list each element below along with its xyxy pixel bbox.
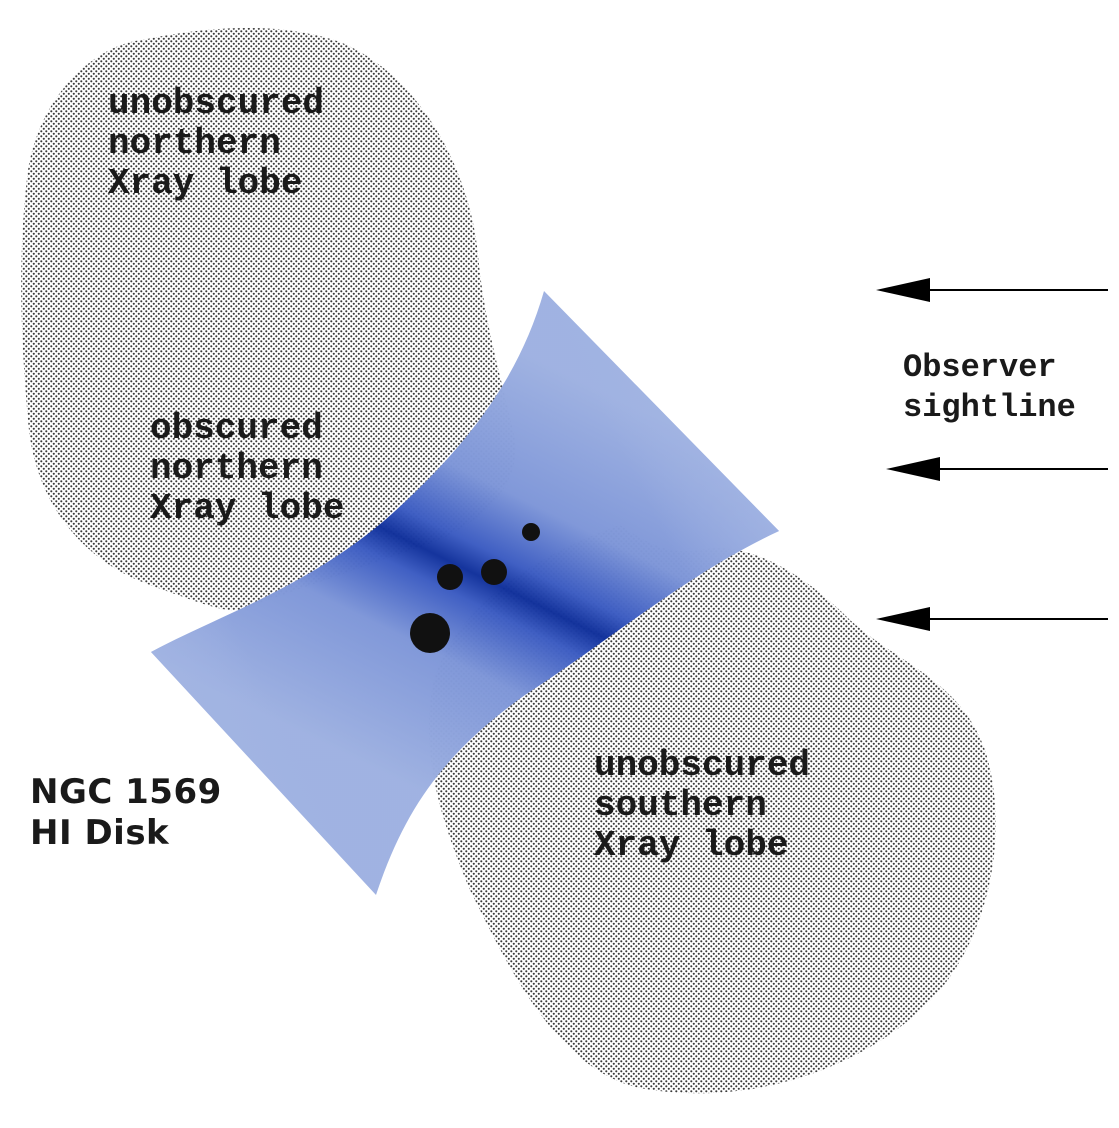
left-arrow-icon xyxy=(886,457,1108,481)
star-cluster-large xyxy=(410,613,450,653)
label-line: northern xyxy=(108,123,281,164)
southern-xray-lobe xyxy=(428,525,996,1094)
label-line: unobscured xyxy=(108,83,325,124)
label-line: northern xyxy=(150,448,323,489)
star-cluster-medium-1 xyxy=(437,564,463,590)
left-arrow-icon xyxy=(876,607,1108,631)
label-line: Observer xyxy=(903,349,1057,386)
hi-disk-edge-fade xyxy=(151,291,779,895)
star-cluster-small xyxy=(522,523,540,541)
label-line: HI Disk xyxy=(30,813,170,853)
label-line: obscured xyxy=(150,408,323,449)
label-line: southern xyxy=(594,785,767,826)
label-ngc-1569-hi-disk: NGC 1569 HI Disk xyxy=(30,772,222,854)
label-line: Xray lobe xyxy=(108,163,303,204)
northern-xray-lobe xyxy=(21,27,516,611)
label-unobscured-northern-lobe: unobscured northern Xray lobe xyxy=(108,84,324,204)
label-line: NGC 1569 xyxy=(30,772,222,812)
label-line: Xray lobe xyxy=(594,825,789,866)
label-line: unobscured xyxy=(594,745,811,786)
label-line: Xray lobe xyxy=(150,488,345,529)
star-cluster-medium-2 xyxy=(481,559,507,585)
label-unobscured-southern-lobe: unobscured southern Xray lobe xyxy=(594,746,810,866)
label-line: sightline xyxy=(903,389,1076,426)
left-arrow-icon xyxy=(876,278,1108,302)
label-obscured-northern-lobe: obscured northern Xray lobe xyxy=(150,409,344,529)
label-observer-sightline: Observer sightline xyxy=(903,348,1076,428)
